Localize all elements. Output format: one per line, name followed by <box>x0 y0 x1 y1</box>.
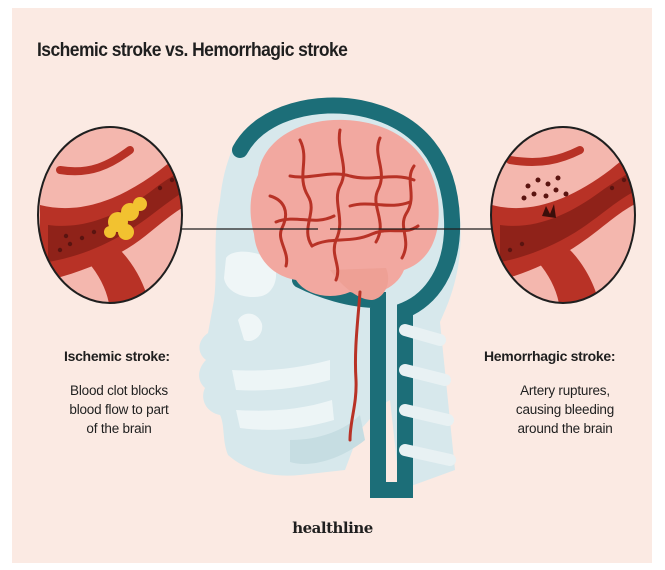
healthline-logo: healthline <box>0 519 665 537</box>
ischemic-zoom-circle <box>30 120 200 310</box>
hemorrhagic-description: Artery ruptures, causing bleeding around… <box>490 381 640 438</box>
hemorrhagic-zoom-circle <box>485 120 655 310</box>
ischemic-description: Blood clot blocks blood flow to part of … <box>44 381 194 438</box>
ischemic-heading: Ischemic stroke: <box>64 348 170 364</box>
hemorrhagic-heading: Hemorrhagic stroke: <box>484 348 615 364</box>
